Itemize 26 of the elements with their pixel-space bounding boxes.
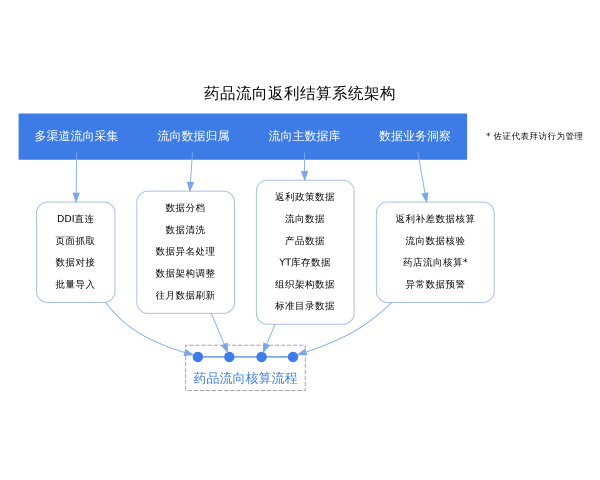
connector xyxy=(234,356,256,358)
node-circle xyxy=(192,352,204,362)
arrow xyxy=(300,152,308,182)
node-box: DDI直连 页面抓取 数据对接 批量导入 xyxy=(36,202,116,303)
node-box: 返利政策数据 流向数据 产品数据 YT库存数据 组织架构数据 标准目录数据 xyxy=(256,180,355,325)
connector xyxy=(202,356,224,358)
connector xyxy=(266,356,288,358)
arrow xyxy=(262,324,276,354)
node-text: 数据业务洞察 xyxy=(379,128,452,143)
node-box: 数据分档 数据清洗 数据异名处理 数据架构调整 往月数据刷新 xyxy=(136,190,235,314)
arrow xyxy=(72,152,80,204)
node-box: 返利补差数据核算 流向数据核验 药店流向核算* 异常数据预警 xyxy=(376,202,495,303)
node-circle xyxy=(256,352,267,362)
arrow xyxy=(210,313,228,354)
node-text: 多渠道流向采集 xyxy=(34,128,119,143)
arrow xyxy=(296,302,392,356)
diagram-title: 药品流向返利结算系统架构 xyxy=(204,84,396,103)
arrow xyxy=(186,152,194,192)
cluster: 药品流向核算流程 xyxy=(185,344,306,391)
arrow xyxy=(105,302,195,356)
label: * 佐证代表拜访行为管理 xyxy=(486,132,584,142)
node-circle xyxy=(224,352,235,362)
node-circle xyxy=(288,352,298,362)
node-text: 流向主数据库 xyxy=(268,128,340,143)
cluster xyxy=(18,113,468,160)
node-text: 流向数据归属 xyxy=(158,128,230,143)
